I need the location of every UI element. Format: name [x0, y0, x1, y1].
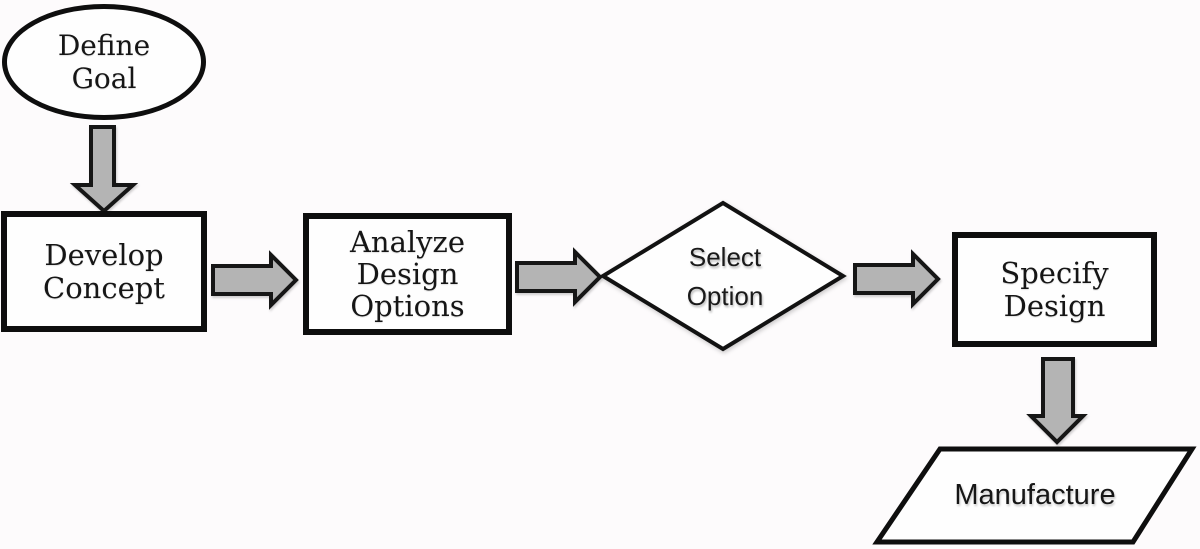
node-analyze-design-options-label: Analyze Design Options — [349, 225, 465, 323]
node-develop-concept-label: Develop Concept — [43, 237, 165, 305]
node-define-goal-label: Define Goal — [57, 29, 151, 95]
node-select-option-label-box: Select Option — [625, 209, 825, 345]
node-manufacture-label: Manufacture — [954, 479, 1116, 511]
node-develop-concept: Develop Concept — [1, 211, 207, 332]
arrow-right-icon — [515, 247, 603, 307]
arrow-down-icon — [69, 125, 139, 214]
node-define-goal: Define Goal — [2, 4, 206, 120]
node-analyze-design-options: Analyze Design Options — [303, 213, 512, 335]
arrow-right-icon — [853, 249, 941, 309]
node-specify-design-label: Specify Design — [1000, 255, 1109, 323]
node-select-option-label: Select Option — [686, 242, 764, 311]
node-manufacture — [872, 446, 1197, 545]
node-manufacture-label-box: Manufacture — [885, 449, 1185, 541]
arrow-down-icon — [1026, 357, 1088, 445]
node-select-option — [599, 200, 847, 352]
node-specify-design: Specify Design — [952, 232, 1157, 347]
arrow-right-icon — [211, 250, 299, 310]
